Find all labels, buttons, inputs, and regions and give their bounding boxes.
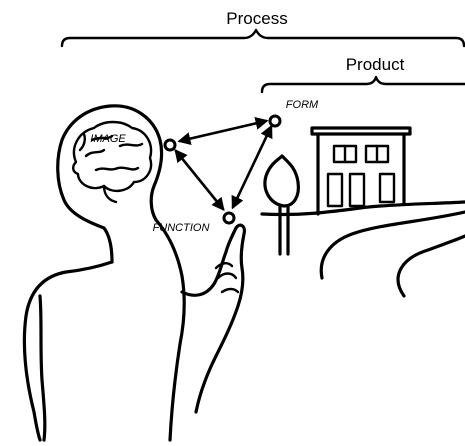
image-node (165, 140, 175, 150)
arrow-image-function (176, 151, 223, 209)
building-drawing (312, 128, 410, 214)
function-node (224, 213, 234, 223)
arrow-form-function (233, 127, 271, 207)
function-label: FUNCTION (153, 222, 210, 234)
image-label: IMAGE (90, 133, 126, 145)
arrow-image-form (180, 121, 266, 141)
product-bracket (262, 77, 465, 92)
form-node (270, 116, 280, 126)
tree-drawing (265, 156, 298, 254)
landscape-drawing (262, 202, 465, 296)
form-label: FORM (286, 99, 319, 111)
process-bracket (62, 30, 464, 46)
relationship-arrows (176, 121, 271, 209)
process-label: Process (226, 9, 287, 28)
person-figure (24, 106, 244, 440)
product-label: Product (346, 55, 405, 74)
